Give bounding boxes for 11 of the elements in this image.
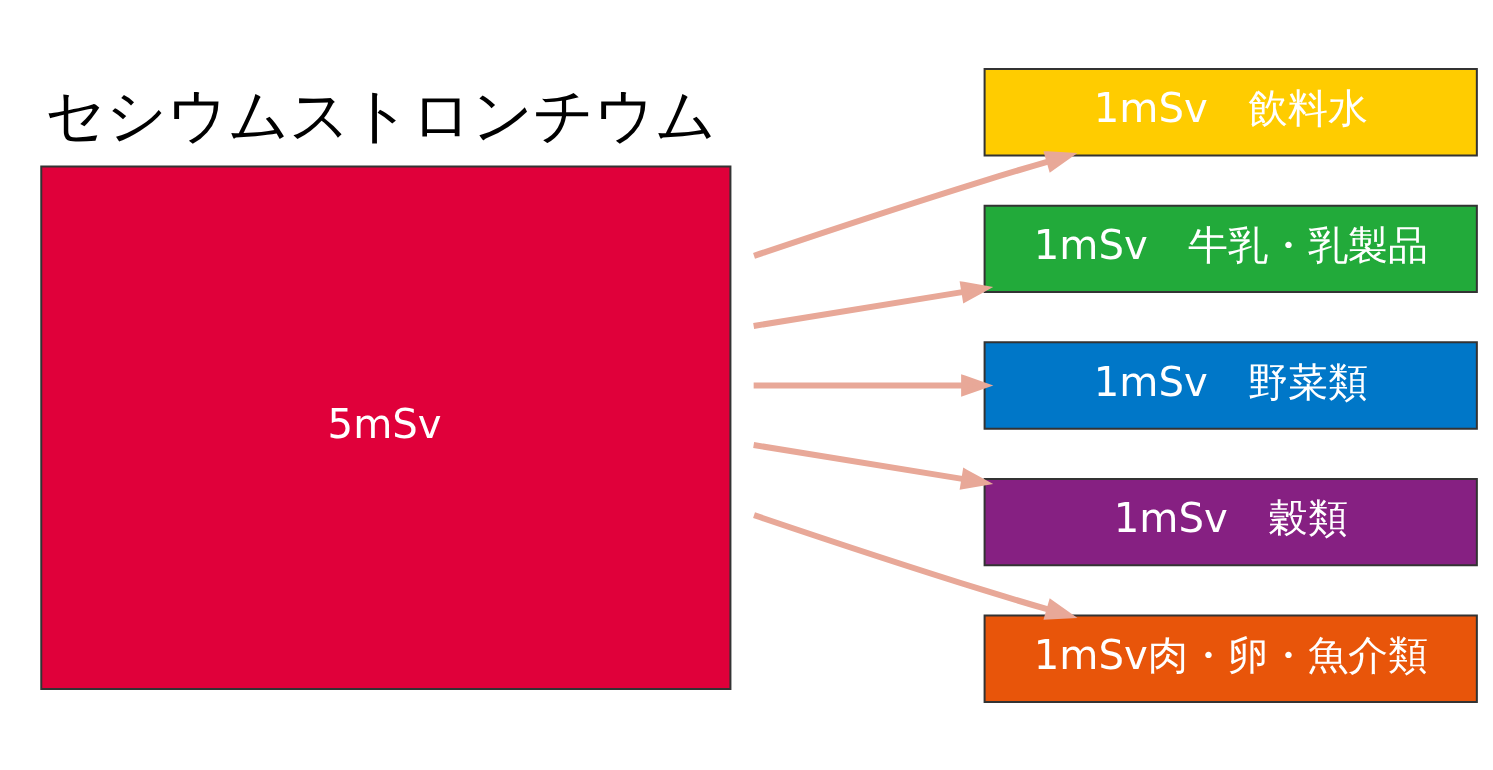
node-box: 1mSv肉・卵・魚介類	[983, 614, 1478, 703]
arrow	[753, 150, 1078, 259]
arrow	[753, 441, 994, 490]
node-box: 1mSv 飲料水	[983, 67, 1478, 156]
arrow	[753, 373, 994, 397]
node-label: セシウムストロンチウム	[45, 79, 717, 150]
arrow	[753, 280, 994, 329]
arrow	[753, 511, 1078, 620]
node-box: 1mSv 穀類	[983, 477, 1478, 566]
node-box: 1mSv 野菜類	[983, 340, 1478, 430]
node-box: 1mSv 牛乳・乳製品	[983, 204, 1478, 293]
